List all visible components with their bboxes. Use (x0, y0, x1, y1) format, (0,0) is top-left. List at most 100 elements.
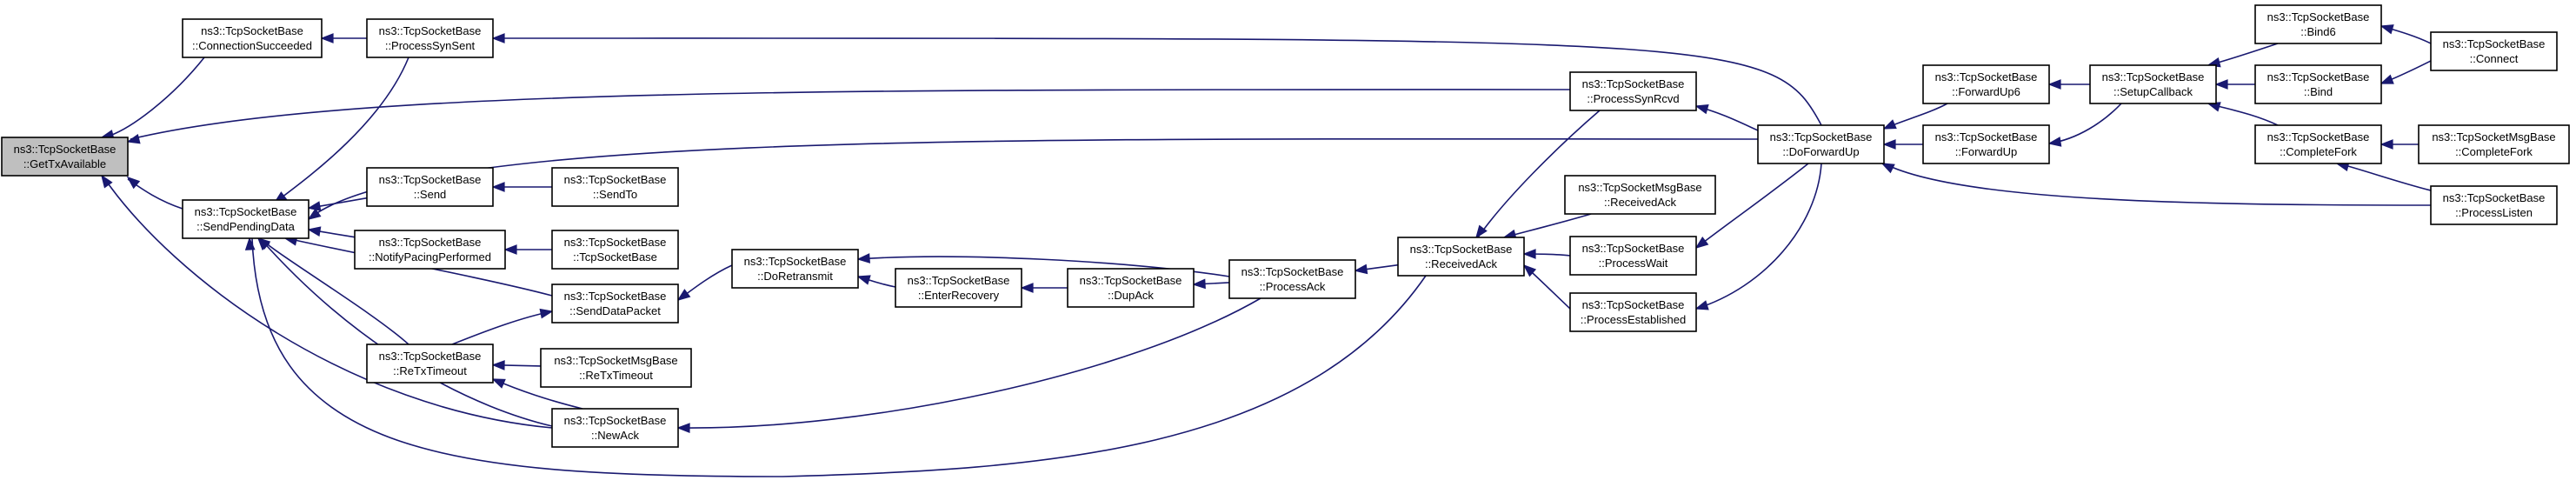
node-namespace-label: ns3::TcpSocketBase (2267, 10, 2370, 23)
function-node-n26[interactable]: ns3::TcpSocketBase::Bind (2254, 64, 2382, 104)
function-node-n1[interactable]: ns3::TcpSocketBase::ConnectionSucceeded (182, 18, 323, 58)
node-namespace-label: ns3::TcpSocketMsgBase (2432, 130, 2555, 143)
node-method-label: ::GetTxAvailable (23, 157, 106, 170)
node-box (1922, 124, 2050, 164)
function-node-n17[interactable]: ns3::TcpSocketBase::ProcessSynRcvd (1569, 71, 1697, 111)
edge-line (677, 297, 1261, 429)
node-box (2418, 124, 2570, 164)
node-method-label: ::NotifyPacingPerformed (369, 250, 491, 264)
call-edge-n4-to-n2 (307, 197, 368, 211)
edge-arrowhead (491, 378, 506, 389)
call-edge-n15-to-n14 (1192, 278, 1230, 290)
node-namespace-label: ns3::TcpSocketBase (2443, 37, 2546, 50)
call-edge-n28-to-n26 (2380, 60, 2432, 84)
function-node-n20[interactable]: ns3::TcpSocketBase::ProcessEstablished (1569, 292, 1697, 332)
node-method-label: ::ProcessListen (2455, 206, 2533, 219)
node-method-label: ::ReceivedAck (1425, 257, 1498, 270)
node-method-label: ::EnterRecovery (918, 289, 1000, 302)
call-edge-n23-to-n21 (1882, 139, 1923, 150)
call-edge-n29-to-n27 (2380, 139, 2419, 150)
function-node-n6[interactable]: ns3::TcpSocketBase::ReTxTimeout (366, 344, 494, 384)
function-node-n16[interactable]: ns3::TcpSocketBase::ReceivedAck (1397, 237, 1525, 277)
edge-arrowhead (491, 33, 505, 43)
edge-arrowhead (1882, 119, 1897, 130)
edge-arrowhead (320, 33, 334, 43)
node-method-label: ::TcpSocketBase (573, 250, 657, 264)
function-node-n29[interactable]: ns3::TcpSocketMsgBase::CompleteFork (2418, 124, 2570, 164)
node-namespace-label: ns3::TcpSocketBase (1582, 77, 1685, 90)
node-box (1569, 236, 1697, 276)
node-box (2430, 31, 2558, 71)
function-node-n21[interactable]: ns3::TcpSocketBase::DoForwardUp (1757, 124, 1885, 164)
node-namespace-label: ns3::TcpSocketBase (1080, 274, 1182, 287)
edge-line (251, 237, 1427, 477)
function-node-n18[interactable]: ns3::TcpSocketMsgBase::ReceivedAck (1564, 175, 1716, 215)
function-node-n2[interactable]: ns3::TcpSocketBase::SendPendingData (182, 199, 310, 239)
node-namespace-label: ns3::TcpSocketBase (1582, 298, 1685, 311)
edge-arrowhead (1522, 264, 1537, 277)
node-box (1569, 71, 1697, 111)
node-method-label: ::SendPendingData (196, 220, 296, 233)
function-node-n19[interactable]: ns3::TcpSocketBase::ProcessWait (1569, 236, 1697, 276)
function-node-n0[interactable]: ns3::TcpSocketBase::GetTxAvailable (1, 137, 129, 177)
function-node-n30[interactable]: ns3::TcpSocketBase::ProcessListen (2430, 185, 2558, 225)
edge-arrowhead (491, 360, 505, 370)
node-method-label: ::ProcessSynSent (385, 39, 476, 52)
edge-arrowhead (503, 244, 517, 255)
node-namespace-label: ns3::TcpSocketBase (379, 350, 482, 363)
function-node-n3[interactable]: ns3::TcpSocketBase::ProcessSynSent (366, 18, 494, 58)
node-namespace-label: ns3::TcpSocketBase (14, 143, 116, 156)
node-box (1397, 237, 1525, 277)
function-node-n28[interactable]: ns3::TcpSocketBase::Connect (2430, 31, 2558, 71)
node-method-label: ::Bind (2304, 85, 2333, 98)
node-method-label: ::SendTo (593, 188, 637, 201)
node-namespace-label: ns3::TcpSocketBase (2267, 70, 2370, 83)
edge-arrowhead (244, 237, 256, 250)
call-edge-n17-to-n0 (126, 89, 1571, 144)
call-edge-n13-to-n12 (856, 275, 896, 288)
edge-arrowhead (307, 208, 322, 220)
function-node-n23[interactable]: ns3::TcpSocketBase::ForwardUp (1922, 124, 2050, 164)
edge-line (1695, 163, 1809, 249)
function-node-n10[interactable]: ns3::TcpSocketMsgBase::ReTxTimeout (540, 348, 692, 388)
edge-line (130, 89, 1571, 140)
edge-line (1695, 163, 1822, 310)
node-box (2430, 185, 2558, 225)
edge-arrowhead (1020, 283, 1034, 293)
function-node-n4[interactable]: ns3::TcpSocketBase::Send (366, 167, 494, 207)
edge-arrowhead (126, 176, 141, 190)
function-node-n7[interactable]: ns3::TcpSocketBase::SendTo (551, 167, 679, 207)
node-method-label: ::ReTxTimeout (579, 369, 653, 382)
node-namespace-label: ns3::TcpSocketBase (564, 236, 667, 249)
call-edge-n6-to-n9 (451, 308, 554, 345)
node-box (1, 137, 129, 177)
node-namespace-label: ns3::TcpSocketBase (2443, 191, 2546, 204)
node-namespace-label: ns3::TcpSocketBase (2102, 70, 2205, 83)
node-box (1067, 268, 1195, 308)
function-node-n8[interactable]: ns3::TcpSocketBase::TcpSocketBase (551, 230, 679, 270)
function-node-n15[interactable]: ns3::TcpSocketBase::ProcessAck (1228, 259, 1356, 299)
function-node-n24[interactable]: ns3::TcpSocketBase::SetupCallback (2089, 64, 2217, 104)
edge-arrowhead (2380, 24, 2394, 35)
function-node-n11[interactable]: ns3::TcpSocketBase::NewAck (551, 408, 679, 448)
function-node-n27[interactable]: ns3::TcpSocketBase::CompleteFork (2254, 124, 2382, 164)
edge-arrowhead (307, 201, 322, 211)
function-node-n5[interactable]: ns3::TcpSocketBase::NotifyPacingPerforme… (354, 230, 506, 270)
node-box (366, 18, 494, 58)
function-node-n14[interactable]: ns3::TcpSocketBase::DupAck (1067, 268, 1195, 308)
node-method-label: ::SendDataPacket (569, 304, 661, 317)
function-node-n22[interactable]: ns3::TcpSocketBase::ForwardUp6 (1922, 64, 2050, 104)
node-method-label: ::DoRetransmit (757, 270, 833, 283)
edge-arrowhead (101, 174, 113, 189)
call-edge-n22-to-n21 (1882, 103, 1948, 130)
function-node-n25[interactable]: ns3::TcpSocketBase::Bind6 (2254, 4, 2382, 44)
node-namespace-label: ns3::TcpSocketBase (744, 255, 847, 268)
edge-arrowhead (2214, 79, 2228, 90)
node-method-label: ::DupAck (1108, 289, 1154, 302)
function-node-n13[interactable]: ns3::TcpSocketBase::EnterRecovery (895, 268, 1022, 308)
node-method-label: ::ReceivedAck (1604, 196, 1677, 209)
edge-line (451, 310, 553, 345)
node-method-label: ::Bind6 (2300, 25, 2335, 38)
function-node-n9[interactable]: ns3::TcpSocketBase::SendDataPacket (551, 284, 679, 324)
function-node-n12[interactable]: ns3::TcpSocketBase::DoRetransmit (731, 249, 859, 289)
